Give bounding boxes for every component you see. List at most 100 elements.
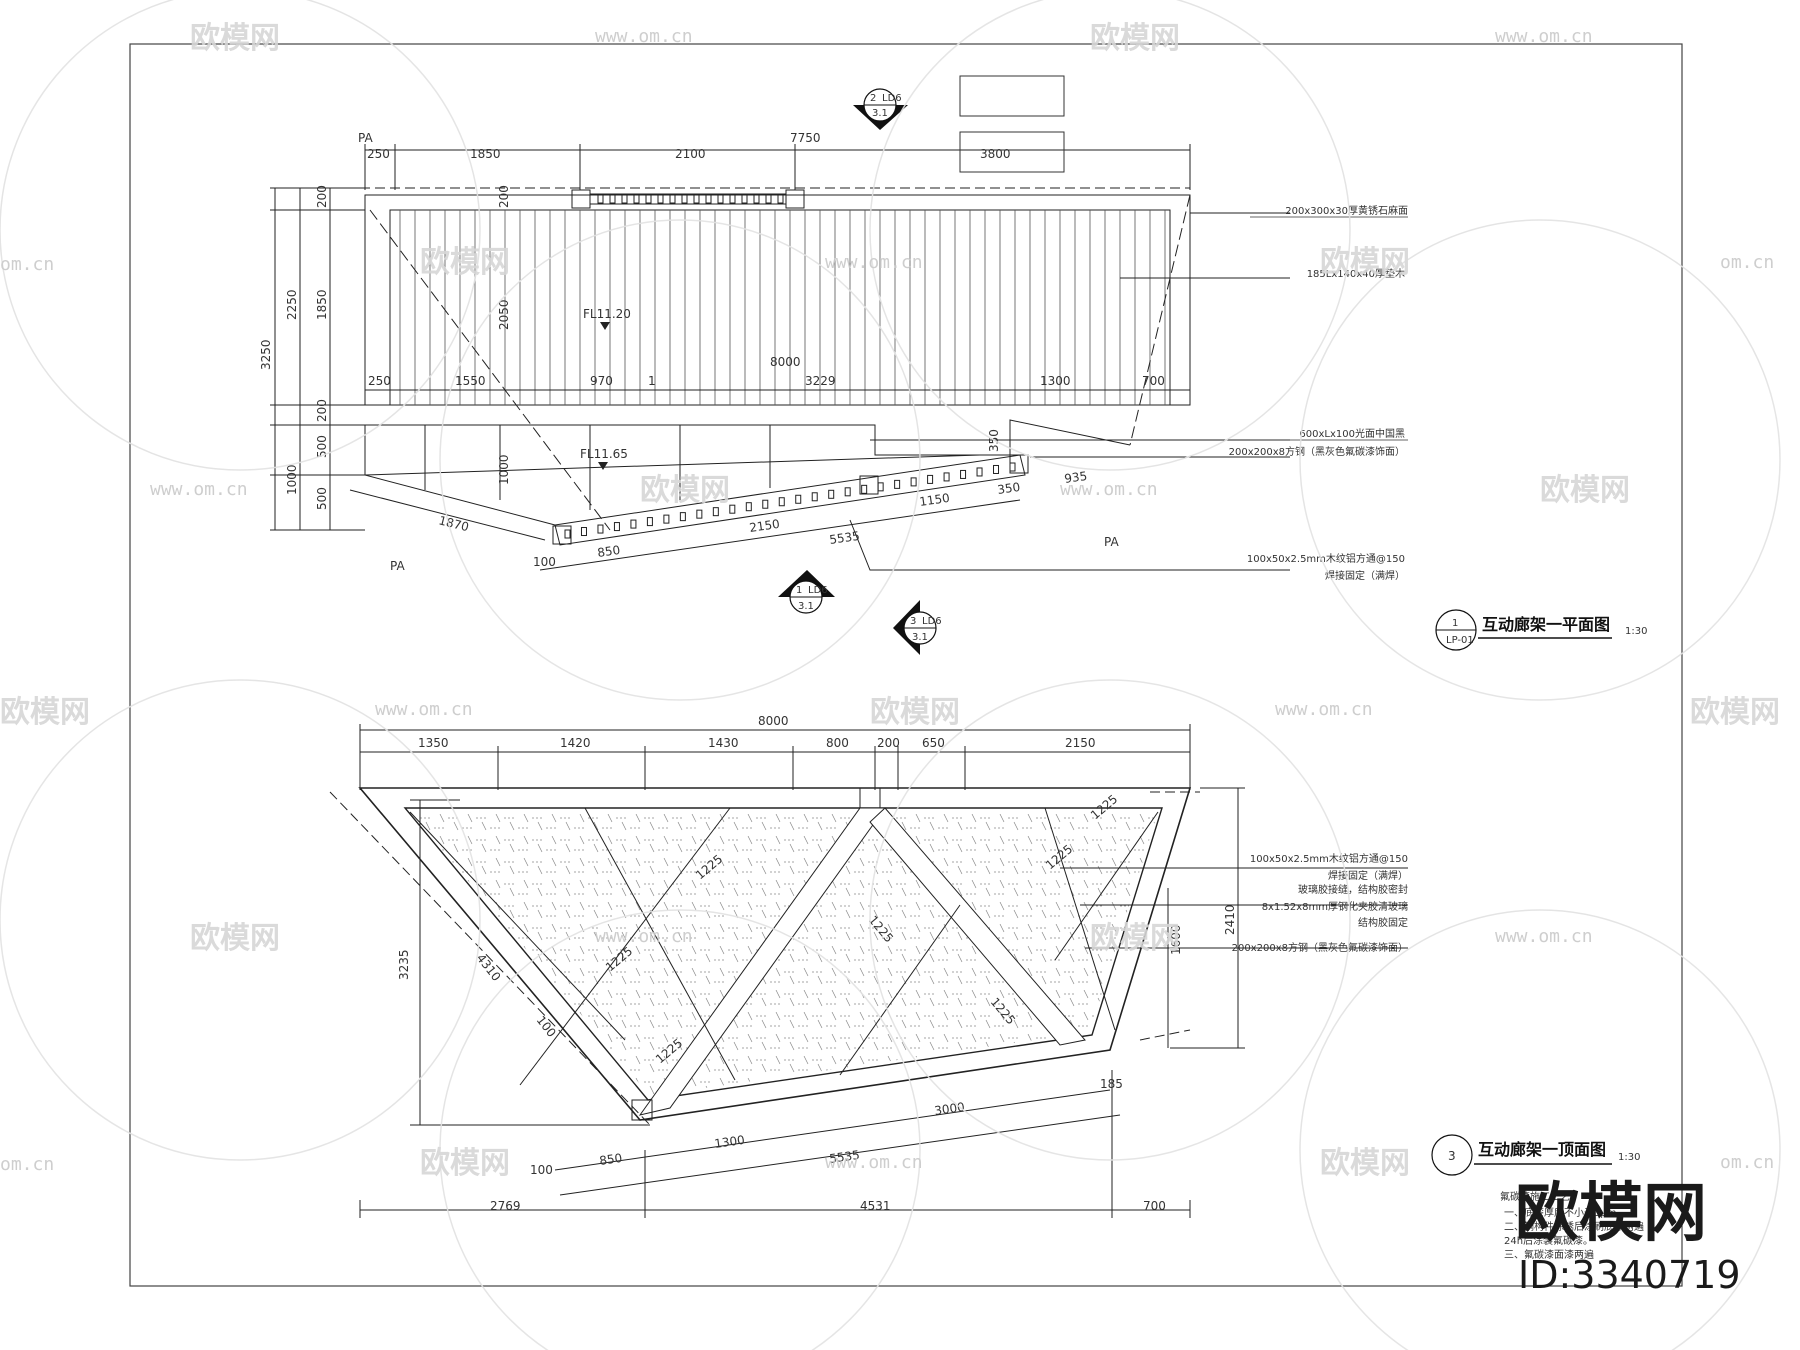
section-ref: LD6 [922,616,942,627]
dim-100: 100 [533,555,556,569]
plan-title-block: 1 LP-01 互动廊架一平面图 1:30 [1435,609,1647,651]
spec-heading: 氟碳漆施工工艺： [1500,1190,1580,1203]
plan-title: 互动廊架一平面图 [1482,615,1610,634]
dim-top-2: 1430 [708,736,739,750]
section-number: 2 [870,93,876,104]
dim-850: 850 [596,543,621,560]
detail-number: 1 [1452,618,1458,629]
dim-1600: 1600 [1169,924,1183,955]
note: 焊接固定（满焊） [1325,569,1405,582]
dim-100-ceiling: 100 [534,1013,559,1040]
section-mark-1: 1 LD6 3.1 [778,570,835,614]
watermark-site: om.cn [1720,1152,1774,1173]
watermark-site: www.om.cn [1060,479,1158,500]
note: 200x200x8方钢（黑灰色氟碳漆饰面） [1232,941,1408,954]
dim-3800: 3800 [980,147,1011,161]
dim-2100: 2100 [675,147,706,161]
steel-post [552,525,572,545]
steel-post [1009,454,1029,474]
watermark-name: 欧模网 [1690,695,1780,730]
dim-100-bottom: 100 [530,1163,553,1177]
section-mark-3: 3 LD6 3.1 [893,600,942,655]
plan-view [270,144,1290,571]
watermark-site: www.om.cn [150,479,248,500]
dim-top-0: 1350 [418,736,449,750]
section-ref: LD6 [882,93,902,104]
corner-branding: 欧模网 ID:3340719 [1515,1177,1741,1297]
dim-left-200a: 200 [315,185,329,208]
watermark-site: om.cn [0,1154,54,1175]
dim-2150: 2150 [748,517,780,535]
watermark-name: 欧模网 [1090,921,1180,956]
dim-mid-0: 250 [368,374,391,388]
dim-2769: 2769 [490,1199,521,1213]
watermark-site: www.om.cn [825,252,923,273]
sheet-border [129,43,1683,1287]
watermark-name: 欧模网 [420,245,510,280]
steel-post [631,1099,653,1121]
watermark-name: 欧模网 [1320,1146,1410,1181]
pa-label: PA [390,559,405,573]
dim-850-ceiling: 850 [598,1151,623,1168]
dim-350-oblique: 350 [996,480,1021,497]
dim-left-500a: 500 [315,435,329,458]
blank-box [959,131,1065,173]
dim-top-6: 2150 [1065,736,1096,750]
watermark-name: 欧模网 [870,695,960,730]
steel-post [859,787,881,809]
section-number: 1 [796,585,802,596]
steel-post [785,189,805,209]
note: 焊接固定（满焊） [1328,869,1408,882]
dim-8000: 8000 [770,355,801,369]
blank-box [959,75,1065,117]
dim-2050: 2050 [497,299,511,330]
pa-label: PA [1104,535,1119,549]
section-number: 3 [910,616,916,627]
dim-left-1000: 1000 [285,464,299,495]
watermark-site: www.om.cn [1495,926,1593,947]
dim-1850: 1850 [470,147,501,161]
watermark-site: www.om.cn [1275,699,1373,720]
note: 100x50x2.5mm木纹铝方通@150 [1250,852,1408,865]
watermark-site: om.cn [0,254,54,275]
dim-left-3250: 3250 [259,339,273,370]
dim-4531: 4531 [860,1199,891,1213]
dim-3000: 3000 [933,1100,965,1118]
dim-left-2250: 2250 [285,289,299,320]
dim-1000-inner: 1000 [497,454,511,485]
watermark-name: 欧模网 [190,921,280,956]
watermark-site: om.cn [1720,252,1774,273]
dim-left-200b: 200 [315,399,329,422]
watermark-name: 欧模网 [190,21,280,56]
corner-id: ID:3340719 [1518,1253,1741,1297]
watermark-name: 欧模网 [1540,473,1630,508]
watermark-name: 欧模网 [0,695,90,730]
watermark-name: 欧模网 [1320,245,1410,280]
ceiling-view [329,724,1408,1218]
steel-post [859,475,879,495]
dim-3235: 3235 [397,949,411,980]
dim-mid-1: 1550 [455,374,486,388]
dim-top-5: 650 [922,736,945,750]
note: 600xLx100光面中国黑 [1299,427,1405,440]
plan-scale: 1:30 [1625,626,1647,637]
level-marker [600,322,610,330]
note: 100x50x2.5mm木纹铝方通@150 [1247,552,1405,565]
beam-fins [564,462,1016,539]
ceiling-notes: 100x50x2.5mm木纹铝方通@150 焊接固定（满焊） 玻璃胶接缝，结构胶… [1232,852,1408,954]
dim-200-inner: 200 [497,185,511,208]
dim-left-1850: 1850 [315,289,329,320]
note: 185Lx140x40厚垫木 [1307,267,1405,280]
dim-185: 185 [1100,1077,1123,1091]
dim-5535-ceiling: 5535 [828,1148,860,1166]
level-marker [598,462,608,470]
section-sheet: 3.1 [798,601,814,612]
note: 200x200x8方钢（黑灰色氟碳漆饰面） [1229,445,1405,458]
spec-line: 二、钢构件除锈后涂刷底漆两遍 [1504,1220,1644,1233]
dim-1870: 1870 [437,513,470,534]
section-sheet: 3.1 [872,108,888,119]
decking-slats [399,210,1166,405]
dim-top-4: 200 [877,736,900,750]
note: 8x1.52x8mm厚钢化夹胶清玻璃 [1262,900,1408,913]
